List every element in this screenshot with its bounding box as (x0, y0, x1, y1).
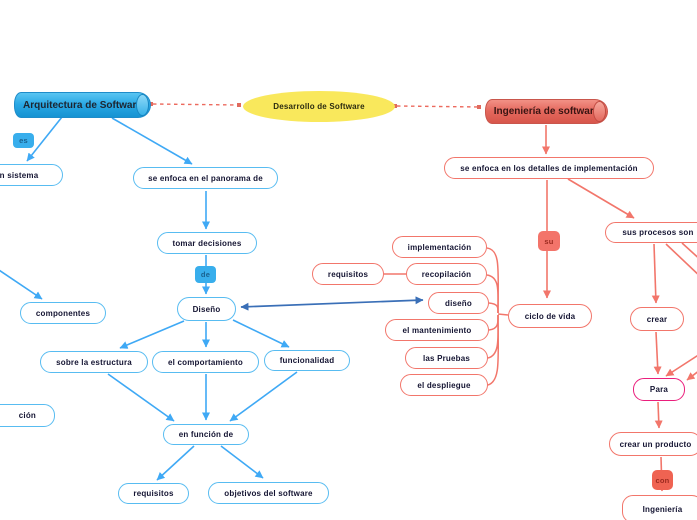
diseno-cross-link (240, 296, 424, 311)
node-ciclo-de-vida[interactable]: ciclo de vida (508, 304, 592, 328)
node-sobre-la-estructura[interactable]: sobre la estructura (40, 351, 148, 373)
node-para[interactable]: Para (633, 378, 685, 401)
node-detalles-implementacion[interactable]: se enfoca en los detalles de implementac… (444, 157, 654, 179)
node-diseno-blue[interactable]: Diseño (177, 297, 236, 321)
node-tomar-decisiones[interactable]: tomar decisiones (157, 232, 257, 254)
node-el-comportamiento[interactable]: el comportamiento (152, 351, 259, 373)
link-label-su[interactable]: su (538, 231, 560, 251)
node-ingenieria-de-software[interactable]: Ingeniería de software (485, 99, 608, 124)
node-label: Ingeniería de software (493, 106, 600, 117)
node-un-sistema[interactable]: un sistema (0, 164, 63, 186)
node-las-pruebas[interactable]: las Pruebas (405, 347, 488, 369)
node-implementacion[interactable]: implementación (392, 236, 487, 258)
node-arquitectura-de-software[interactable]: Arquitectura de Software (14, 92, 151, 118)
dashed-link-endpoints (149, 102, 481, 109)
lifecycle-brace (486, 247, 509, 386)
cylinder-cap (593, 101, 606, 122)
link-label-es[interactable]: es (13, 133, 34, 148)
node-crear[interactable]: crear (630, 307, 684, 331)
node-sus-procesos-son[interactable]: sus procesos son (605, 222, 697, 243)
node-crear-un-producto[interactable]: crear un producto (609, 432, 697, 456)
node-el-mantenimiento[interactable]: el mantenimiento (385, 319, 489, 341)
node-requisitos-red[interactable]: requisitos (312, 263, 384, 285)
node-requisitos-blue[interactable]: requisitos (118, 483, 189, 504)
node-el-despliegue[interactable]: el despliegue (400, 374, 488, 396)
blue-edges (0, 116, 298, 481)
node-cion-clipped[interactable]: ción (0, 404, 55, 427)
node-en-funcion-de[interactable]: en función de (163, 424, 249, 445)
node-diseno-red[interactable]: diseño (428, 292, 489, 314)
cylinder-cap (136, 94, 149, 116)
node-label: Arquitectura de Software (23, 99, 142, 111)
link-label-de[interactable]: de (195, 266, 216, 283)
node-funcionalidad[interactable]: funcionalidad (264, 350, 350, 371)
link-label-con[interactable]: con (652, 470, 673, 490)
dashed-links (152, 103, 481, 108)
node-panorama[interactable]: se enfoca en el panorama de (133, 167, 278, 189)
node-objetivos-del-software[interactable]: objetivos del software (208, 482, 329, 504)
node-componentes[interactable]: componentes (20, 302, 106, 324)
node-recopilacion[interactable]: recopilación (406, 263, 487, 285)
node-ingenieria-clipped[interactable]: Ingeniería (622, 495, 697, 520)
node-desarrollo-de-software[interactable]: Desarrollo de Software (243, 91, 395, 122)
